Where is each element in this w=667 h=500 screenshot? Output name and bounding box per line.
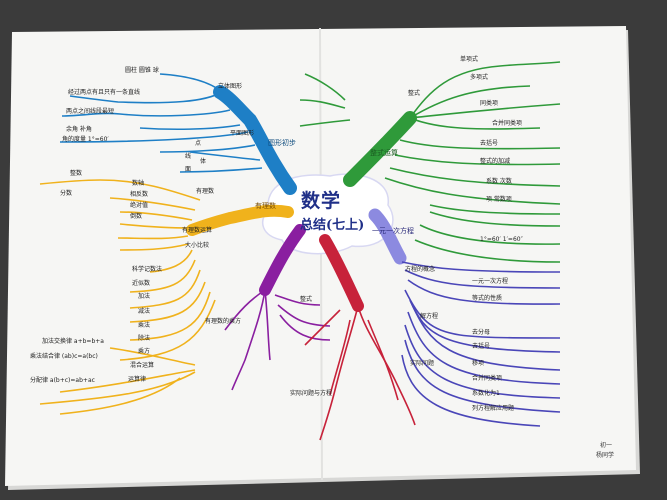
branch-algebra-main: [343, 111, 417, 187]
label-tl9: 线: [185, 153, 192, 160]
label-tl3: 两点之间线段最短: [66, 108, 115, 115]
label-br4: 解方程: [420, 313, 439, 320]
branch-title-numbers: 有理数: [255, 202, 276, 210]
label-tl4: 余角 补角: [66, 126, 92, 133]
branch-numbers-main: [186, 204, 294, 236]
label-ml4: 数轴: [132, 180, 145, 187]
label-bl2: 乘法结合律 (ab)c=a(bc): [30, 353, 98, 360]
branch-problem-lines: [304, 305, 416, 441]
center-subtitle: 总结(七上): [300, 218, 365, 233]
branch-title-equation: 一元一次方程: [372, 227, 414, 235]
branch-power-lines: [224, 289, 331, 391]
label-tr8: 系数 次数: [486, 178, 512, 185]
label-br6: 去括号: [472, 343, 491, 350]
label-ml7: 倒数: [130, 213, 143, 220]
label-tr9: 项 常数项: [486, 196, 512, 203]
label-ml13: 除法: [138, 335, 151, 342]
label-tl10: 面: [185, 166, 192, 173]
label-ml16: 运算律: [128, 376, 147, 383]
label-ml9: 有理数运算: [182, 227, 213, 234]
label-ml8: 大小比较: [185, 242, 210, 249]
label-ml14: 乘方: [138, 348, 151, 355]
label-bm1: 有理数的乘方: [205, 318, 242, 325]
branch-problem-main: [319, 234, 364, 312]
branch-geometry-lines: [59, 73, 263, 173]
label-bm3: 实际问题与方程: [290, 390, 333, 397]
label-br3: 等式的性质: [472, 295, 503, 302]
label-ml5: 相反数: [130, 191, 149, 198]
label-br10: 实际问题: [410, 360, 435, 367]
label-ml3: 有理数: [196, 188, 215, 195]
label-tr10: 1°=60′ 1′=60″: [480, 236, 523, 243]
center-title: 数学: [301, 190, 342, 212]
label-tr6: 去括号: [480, 140, 499, 147]
label-tl8: 点: [195, 140, 202, 147]
label-br7: 移项: [472, 360, 485, 367]
label-ml6: 绝对值: [130, 202, 149, 209]
label-bl3: 分配律 a(b+c)=ab+ac: [30, 377, 95, 384]
label-tr5: 合并同类项: [492, 120, 523, 127]
label-br11: 列方程解应用题: [472, 405, 515, 412]
label-bm2: 整式: [300, 296, 313, 303]
label-tl5: 角的度量 1°=60′: [62, 136, 109, 143]
label-ml18: 近似数: [132, 280, 151, 287]
label-br8: 合并同类项: [472, 375, 503, 382]
signature-line2: 杨同学: [596, 452, 615, 459]
label-ml2: 分数: [60, 190, 73, 197]
label-tr7: 整式的加减: [480, 158, 511, 165]
label-ml12: 乘法: [138, 322, 151, 329]
branch-power-main: [259, 224, 306, 296]
label-ml15: 混合运算: [130, 362, 155, 369]
branch-numbers-lines: [39, 179, 216, 415]
branch-equation-top: [368, 208, 407, 265]
label-br9: 系数化为1: [472, 390, 500, 397]
signature-line1: 初一: [600, 442, 613, 449]
label-tr1: 单项式: [460, 56, 479, 63]
label-tl11: 体: [200, 158, 207, 165]
label-br2: 一元一次方程: [472, 278, 509, 285]
label-tr3: 整式: [408, 90, 421, 97]
branch-title-geometry: 图形初步: [268, 139, 296, 147]
branch-equation-lines: [401, 261, 561, 427]
label-bl1: 加法交换律 a+b=b+a: [42, 338, 104, 345]
branch-algebra-lines: [299, 61, 561, 263]
label-tl2: 经过两点有且只有一条直线: [68, 89, 141, 96]
label-tr2: 多项式: [470, 74, 489, 81]
label-ml10: 加法: [138, 293, 151, 300]
label-tl6: 立体图形: [218, 83, 243, 90]
label-br1: 方程的概念: [405, 266, 436, 273]
label-ml17: 科学记数法: [132, 266, 163, 273]
label-ml11: 减法: [138, 308, 151, 315]
label-tl7: 平面图形: [230, 130, 255, 137]
label-br5: 去分母: [472, 329, 491, 336]
branch-title-algebra: 整式运算: [370, 149, 398, 157]
label-tl1: 圆柱 圆锥 球: [125, 67, 159, 74]
label-ml1: 整数: [70, 170, 83, 177]
branch-geometry-main: [213, 85, 297, 195]
label-tr4: 同类项: [480, 100, 499, 107]
